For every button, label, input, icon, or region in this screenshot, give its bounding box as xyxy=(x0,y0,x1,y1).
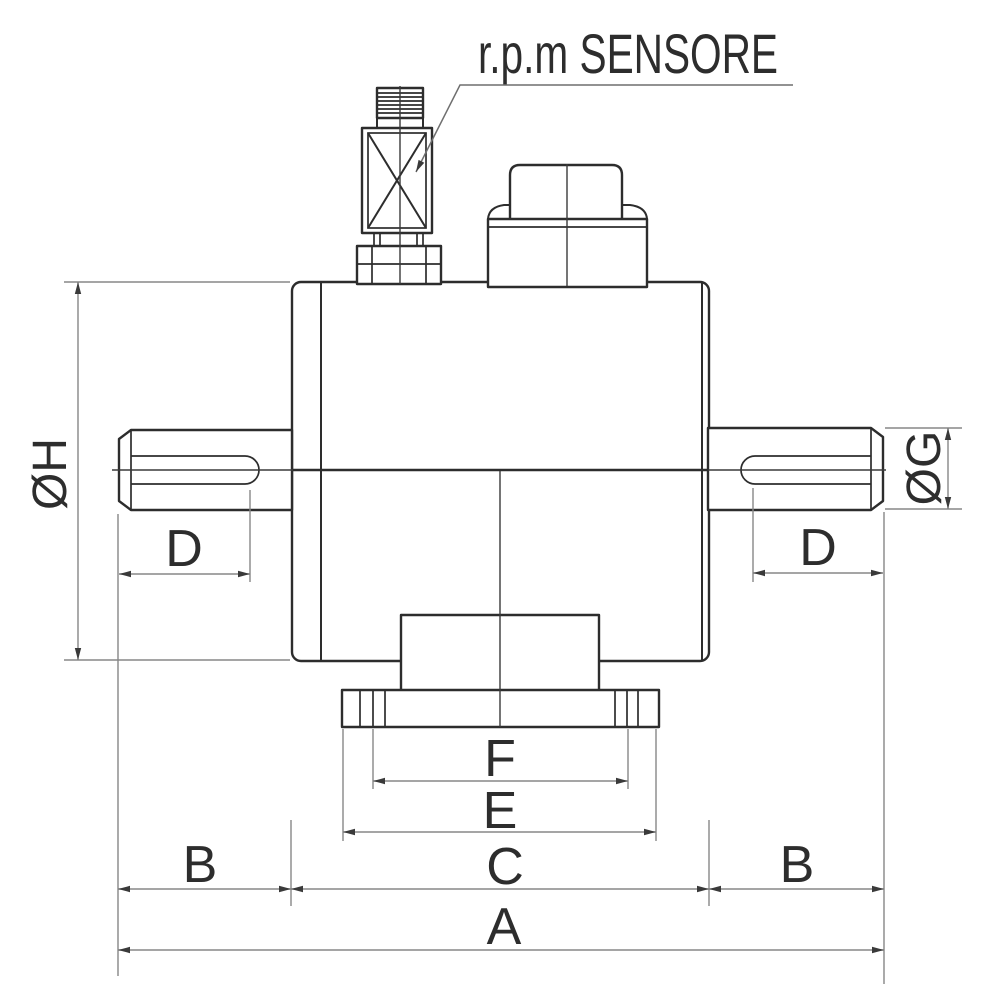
dim-diameter-H: ØH xyxy=(24,281,290,661)
sensor-body-inner xyxy=(367,132,427,229)
dim-E: E xyxy=(342,729,657,841)
sensor-neck xyxy=(373,233,424,246)
shaft-right-outline xyxy=(706,426,885,512)
sensor-base xyxy=(355,244,443,286)
connector-ear-left xyxy=(487,204,510,220)
dim-B-right: B xyxy=(709,836,884,894)
dim-C: C xyxy=(290,820,710,906)
dim-label-B-left: B xyxy=(183,836,218,894)
dim-B-left: B xyxy=(118,836,291,894)
sensor-base-outline xyxy=(355,244,443,286)
rpm-sensor xyxy=(355,86,443,286)
connector-ear-right xyxy=(622,204,648,220)
dim-F: F xyxy=(372,729,629,789)
dim-label-F: F xyxy=(484,730,516,788)
mounting-base xyxy=(340,471,661,729)
callout-leader-line xyxy=(415,84,793,173)
dim-label-B-right: B xyxy=(780,836,815,894)
dim-label-D-right: D xyxy=(799,519,837,577)
dim-D-right: D xyxy=(752,488,883,582)
sensor-cross-line xyxy=(367,132,427,229)
dim-label-D-left: D xyxy=(165,520,203,578)
connector xyxy=(486,163,649,289)
dim-label-C: C xyxy=(486,838,524,896)
connector-cap xyxy=(508,163,624,220)
dimensions: ØH ØG D D F xyxy=(24,281,962,984)
dim-label-E: E xyxy=(483,782,518,840)
dim-label-A: A xyxy=(487,898,522,956)
dim-D-left: D xyxy=(119,490,251,582)
dim-A: A xyxy=(118,898,884,956)
callout: r.p.m SENSORE xyxy=(415,22,793,173)
shaft-right xyxy=(706,426,885,512)
dim-label-diameter-H: ØH xyxy=(24,438,77,510)
dim-diameter-G: ØG xyxy=(885,427,962,510)
callout-label: r.p.m SENSORE xyxy=(478,22,778,85)
dim-label-diameter-G: ØG xyxy=(898,431,951,506)
